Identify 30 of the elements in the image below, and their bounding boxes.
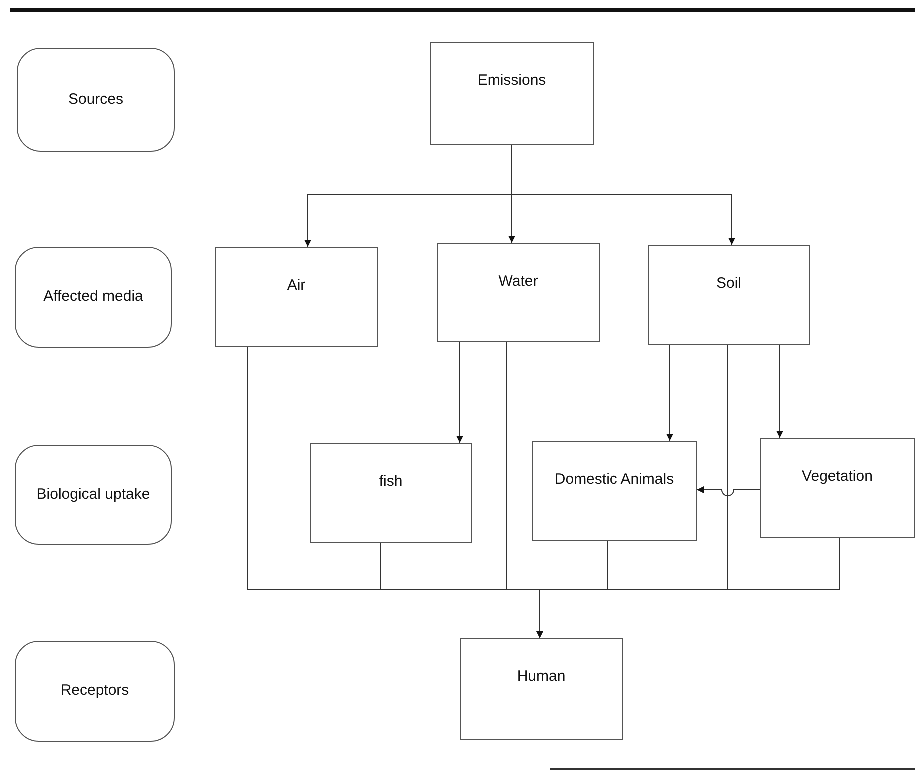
process-box xyxy=(430,42,594,145)
process-box xyxy=(310,443,472,543)
arrow xyxy=(666,344,674,442)
process-box xyxy=(215,247,378,347)
arrow xyxy=(536,538,840,638)
stage-box xyxy=(17,48,175,152)
process-box xyxy=(437,243,600,342)
process-box xyxy=(460,638,623,740)
process-box xyxy=(648,245,810,345)
box-label: Air xyxy=(287,276,306,296)
process-box xyxy=(532,441,697,541)
stage-label: Receptors xyxy=(60,681,130,702)
stage-box xyxy=(15,247,172,348)
box-label: Water xyxy=(498,272,538,292)
box-label: fish xyxy=(379,472,403,492)
arrow xyxy=(456,342,464,444)
stage-label: Sources xyxy=(68,90,124,110)
arrow xyxy=(696,486,760,496)
stage-label: Biological uptake xyxy=(36,484,150,505)
arrow xyxy=(776,344,784,438)
process-box xyxy=(760,438,915,538)
stage-box xyxy=(15,641,175,742)
box-label: Human xyxy=(517,667,566,687)
box-label: Domestic Animals xyxy=(554,470,674,490)
arrow xyxy=(512,144,736,246)
stage-label: Affected media xyxy=(44,287,144,308)
box-label: Soil xyxy=(716,274,742,294)
box-label: Vegetation xyxy=(802,467,873,487)
box-label: Emissions xyxy=(478,71,546,91)
stage-box xyxy=(15,445,172,545)
